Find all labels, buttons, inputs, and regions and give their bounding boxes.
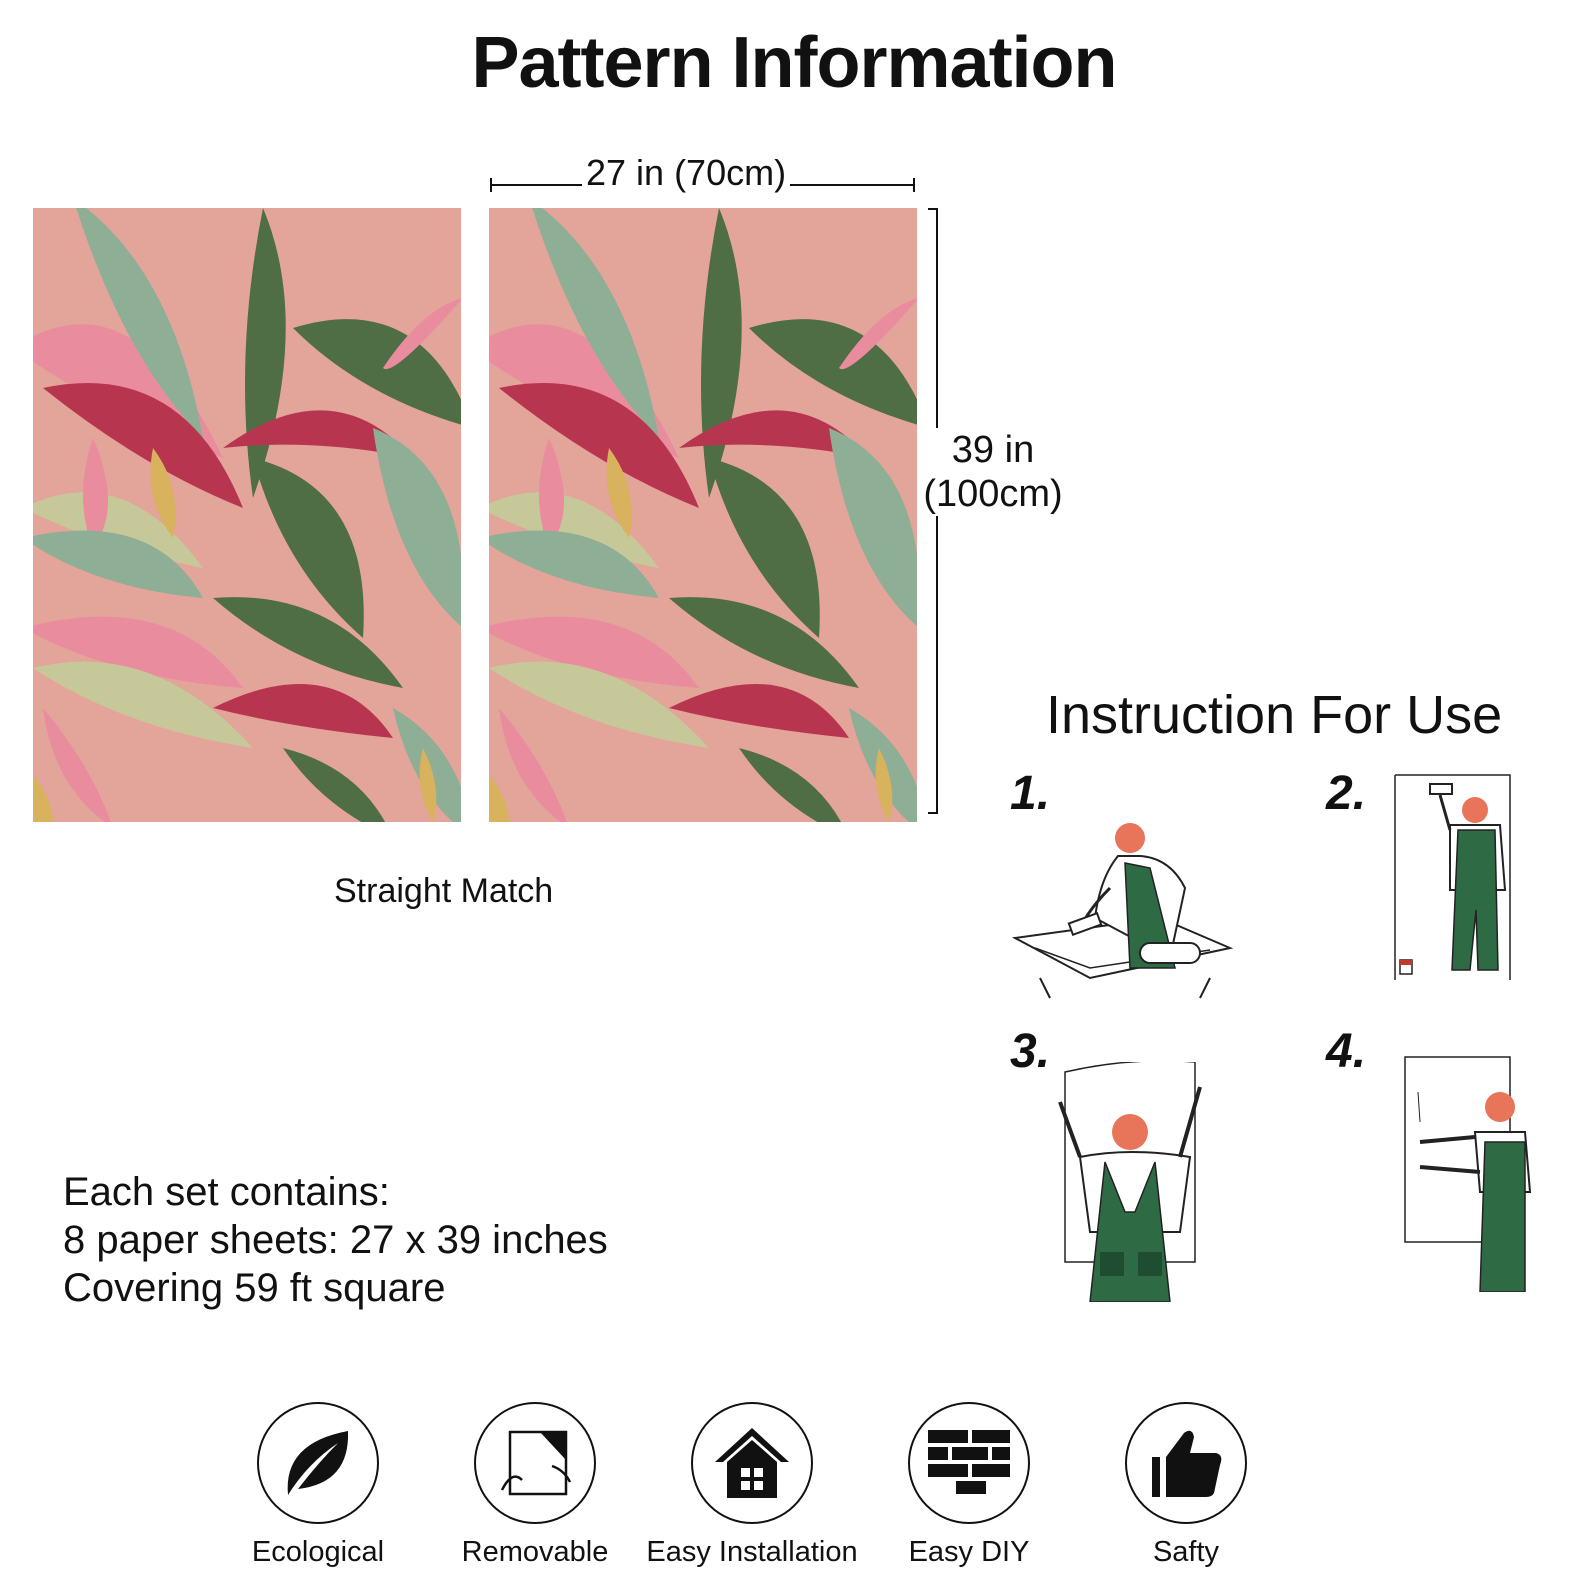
leaf-icon [257,1402,379,1524]
width-tick-right [913,178,915,192]
set-info-line1: Each set contains: [63,1170,390,1214]
set-info-line3: Covering 59 ft square [63,1266,446,1310]
peel-sheet-icon [474,1402,596,1524]
thumbs-up-icon [1125,1402,1247,1524]
height-tick-top [928,208,938,210]
instructions-title: Instruction For Use [1046,685,1503,745]
step-3-number: 3. [1010,1025,1051,1078]
pattern-panel-right [489,208,917,822]
feature-label: Easy DIY [908,1536,1030,1568]
tropical-leaf-pattern [489,208,917,822]
feature-label: Safty [1152,1536,1220,1568]
feature-safety: Safty [1066,1402,1306,1569]
set-info-line2: 8 paper sheets: 27 x 39 inches [63,1218,608,1262]
feature-easy-installation: Easy Installation [632,1402,872,1569]
step-4-number: 4. [1326,1025,1367,1078]
tropical-leaf-pattern [33,208,461,822]
house-icon [691,1402,813,1524]
feature-ecological: Ecological [198,1402,438,1569]
brush-wall-illustration [1394,774,1511,980]
feature-easy-diy: Easy DIY [849,1402,1089,1569]
feature-label: Easy Installation [646,1536,858,1568]
page-title: Pattern Information [471,23,1117,103]
step-1-number: 1. [1010,767,1051,820]
height-label: 39 in (100cm) [918,428,1068,516]
height-tick-bottom [928,812,938,814]
step-2-number: 2. [1326,767,1367,820]
brick-wall-icon [908,1402,1030,1524]
smooth-paper-illustration [1404,1056,1532,1292]
apply-paste-illustration [1011,823,1234,999]
width-tick-left [490,178,492,192]
height-label-line2: (100cm) [923,473,1063,515]
width-label: 27 in (70cm) [582,152,791,194]
feature-label: Ecological [251,1536,385,1568]
hang-paper-illustration [1058,1062,1202,1302]
set-contents-info: Each set contains: 8 paper sheets: 27 x … [63,1168,608,1312]
feature-label: Removable [461,1536,609,1568]
match-type-label: Straight Match [334,872,554,910]
feature-removable: Removable [415,1402,655,1569]
pattern-panel-left [33,208,461,822]
height-label-line1: 39 in [951,429,1035,471]
